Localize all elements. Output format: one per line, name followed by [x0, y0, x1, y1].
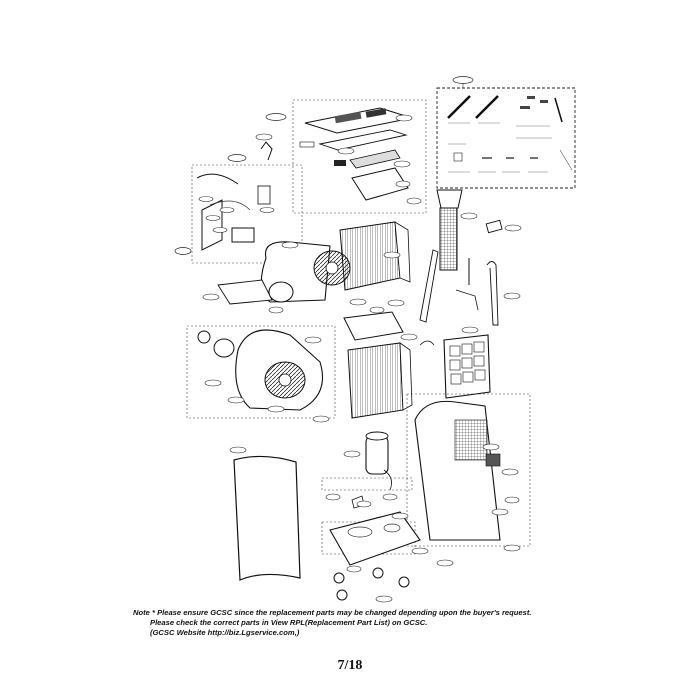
compressor-group	[343, 431, 398, 501]
callout-bubble	[174, 247, 192, 255]
note-line-3: (GCSC Website http://biz.Lgservice.com,)	[150, 628, 300, 637]
filter-group	[443, 326, 491, 399]
callout-bubble	[452, 76, 474, 84]
blower-assembly-group	[202, 221, 411, 314]
note-line-2: Please check the correct parts in View R…	[150, 618, 428, 627]
electrical-box-group	[174, 154, 303, 264]
rear-cabinet-group	[406, 393, 531, 552]
callout-bubble	[227, 154, 247, 162]
condenser-fan-group	[186, 325, 336, 423]
note-line-1: Note * Please ensure GCSC since the repl…	[133, 608, 532, 617]
control-panel-group	[255, 99, 427, 214]
note-prefix: Note	[133, 608, 150, 617]
exhaust-hose-group	[419, 189, 522, 326]
note-block: Note * Please ensure GCSC since the repl…	[133, 608, 673, 638]
page-number: 7/18	[337, 658, 363, 673]
condenser-coil-group	[343, 306, 435, 419]
callout-bubble	[265, 113, 287, 121]
front-panel-group	[229, 446, 301, 581]
accessory-box	[436, 87, 576, 189]
accessory-kit-group	[436, 76, 576, 189]
base-group	[321, 477, 454, 603]
